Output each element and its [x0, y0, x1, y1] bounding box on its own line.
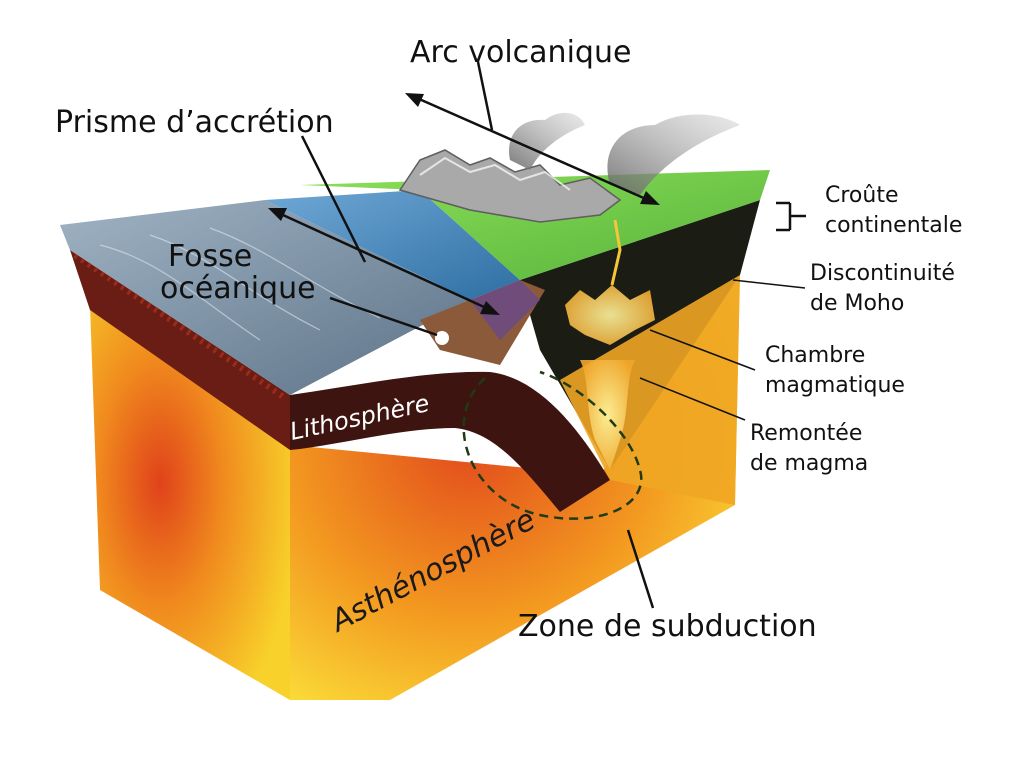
smoke-plume-left — [509, 112, 585, 170]
moho-label-line — [732, 279, 806, 289]
label-remontee-2: de magma — [750, 451, 868, 476]
lithosphere-layer — [70, 250, 610, 512]
trench-label-line — [329, 296, 438, 337]
volcanic-mountains — [398, 149, 622, 223]
leader-lines — [268, 61, 806, 609]
asthenosphere-front — [90, 305, 290, 700]
arc-arrow-head-right — [640, 191, 660, 205]
chamber-label-line — [649, 329, 756, 371]
prism-arrow-head-left — [268, 208, 287, 221]
magma-rise-plume — [580, 360, 635, 470]
label-arc-volcanique: Arc volcanique — [410, 35, 631, 70]
subduction-label-line — [626, 529, 655, 609]
ridge-line-2 — [149, 234, 321, 331]
trench-wall — [470, 280, 540, 340]
asthenosphere-side — [290, 270, 740, 700]
arc-arrow-head-left — [405, 93, 424, 107]
arc-label-line — [476, 61, 494, 131]
label-chambre-2: magmatique — [765, 373, 905, 398]
magma-dyke — [610, 219, 622, 286]
label-fosse-oceanique-2: océanique — [160, 271, 316, 306]
prism-arrow-main — [271, 208, 496, 314]
label-zone-subduction: Zone de subduction — [518, 609, 817, 644]
label-remontee-1: Remontée — [750, 421, 862, 446]
block-front-face — [90, 270, 740, 700]
magma-chamber-shape — [565, 285, 655, 345]
ocean-plate-surface — [60, 200, 470, 395]
lithosphere-front-band — [70, 250, 290, 450]
prism-label-line — [300, 135, 367, 263]
label-moho-1: Discontinuité — [810, 261, 955, 286]
mountain-ridgeline — [419, 156, 571, 191]
lithosphere-slab — [290, 371, 610, 512]
arc-arrow-main — [409, 93, 656, 205]
label-chambre-1: Chambre — [765, 343, 865, 368]
label-prisme-accretion: Prisme d’accrétion — [55, 105, 334, 140]
label-croute-2: continentale — [825, 213, 962, 238]
lithosphere-texture — [73, 252, 287, 401]
smoke-plume-right — [607, 114, 740, 195]
sea-surface — [265, 190, 520, 300]
volcanic-smoke — [509, 112, 740, 195]
magma-label-line — [639, 377, 746, 421]
label-fosse-oceanique-1: Fosse — [168, 239, 252, 274]
label-croute-1: Croûte — [825, 183, 899, 208]
ridge-line-1 — [99, 244, 261, 341]
prism-arrow-head-right — [480, 301, 500, 315]
magma-features — [565, 219, 655, 470]
trench-marker-dot — [435, 331, 449, 345]
label-moho-2: de Moho — [810, 291, 904, 316]
subduction-zone-outline — [462, 370, 643, 520]
